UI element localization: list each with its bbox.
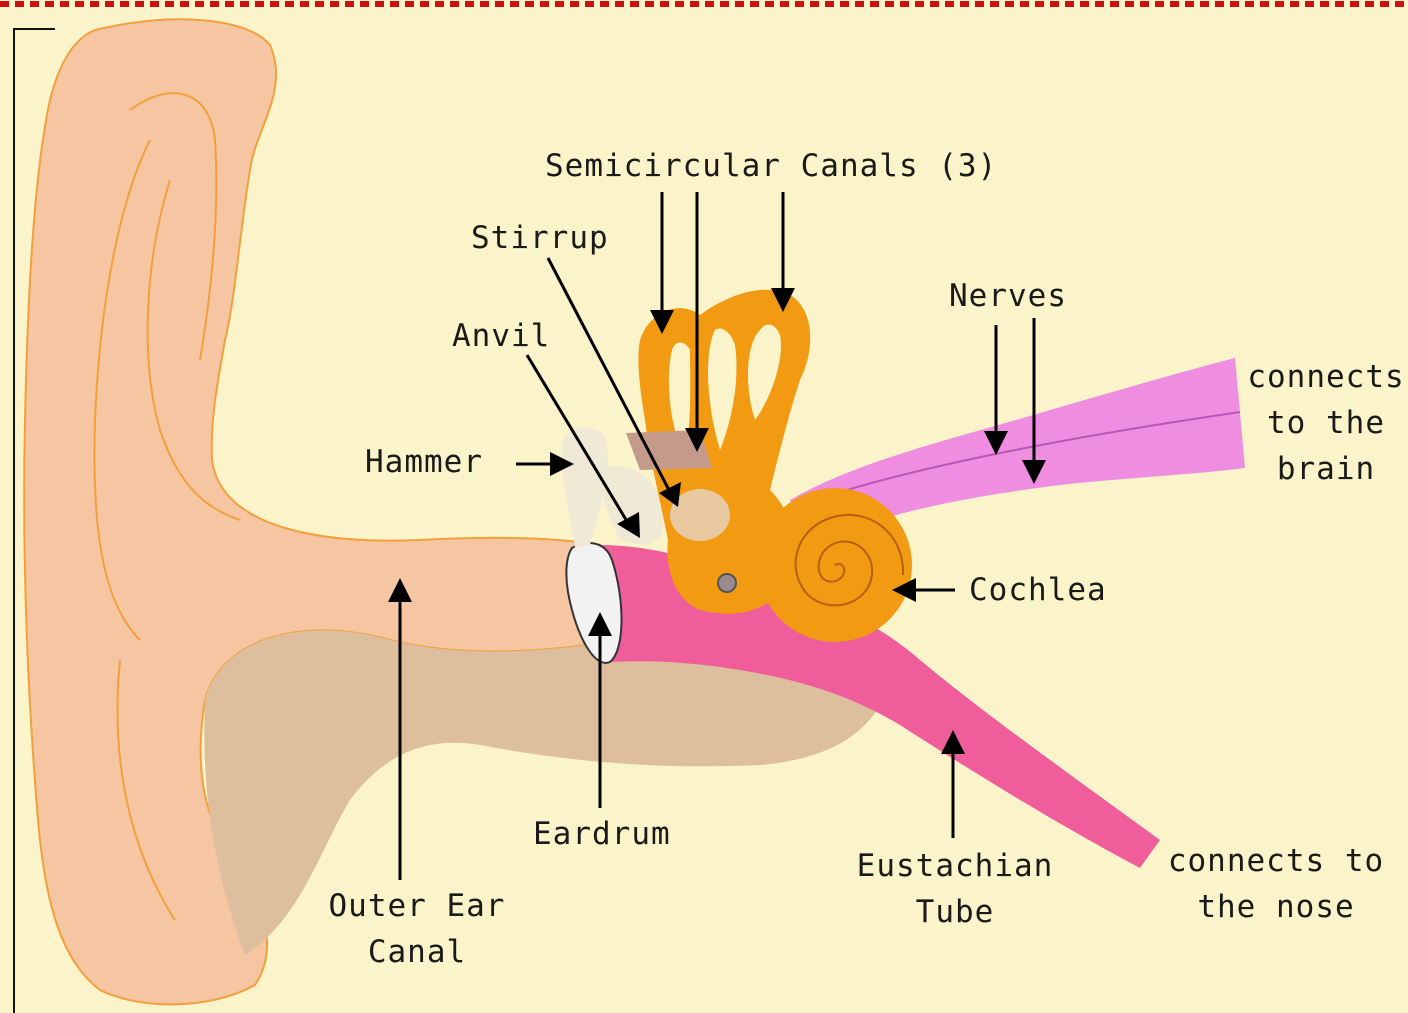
label-connects-to-brain: connects to the brain: [1246, 354, 1406, 492]
label-connects-to-nose: connects to the nose: [1166, 838, 1386, 930]
nose-note-line-2: the nose: [1166, 884, 1386, 930]
round-window: [718, 574, 736, 592]
label-cochlea: Cochlea: [969, 567, 1107, 613]
label-semicircular-canals: Semicircular Canals (3): [545, 143, 997, 189]
canal-tissue: [204, 630, 880, 955]
brain-note-line-3: brain: [1246, 446, 1406, 492]
brain-note-line-1: connects: [1246, 354, 1406, 400]
brain-note-line-2: to the: [1246, 400, 1406, 446]
label-stirrup: Stirrup: [471, 215, 609, 261]
hammer-shape: [562, 428, 608, 548]
anvil-shape: [600, 466, 663, 545]
label-eustachian-tube: Eustachian Tube: [855, 843, 1055, 935]
eustachian-line-2: Tube: [855, 889, 1055, 935]
outer-ear-line-1: Outer Ear: [322, 883, 512, 929]
label-eardrum: Eardrum: [533, 811, 671, 857]
label-anvil: Anvil: [452, 313, 550, 359]
eustachian-line-1: Eustachian: [855, 843, 1055, 889]
nose-note-line-1: connects to: [1166, 838, 1386, 884]
label-hammer: Hammer: [365, 439, 483, 485]
outer-ear-line-2: Canal: [322, 929, 512, 975]
label-outer-ear-canal: Outer Ear Canal: [322, 883, 512, 975]
outer-ear-shape: [24, 19, 620, 1004]
label-nerves: Nerves: [949, 273, 1067, 319]
